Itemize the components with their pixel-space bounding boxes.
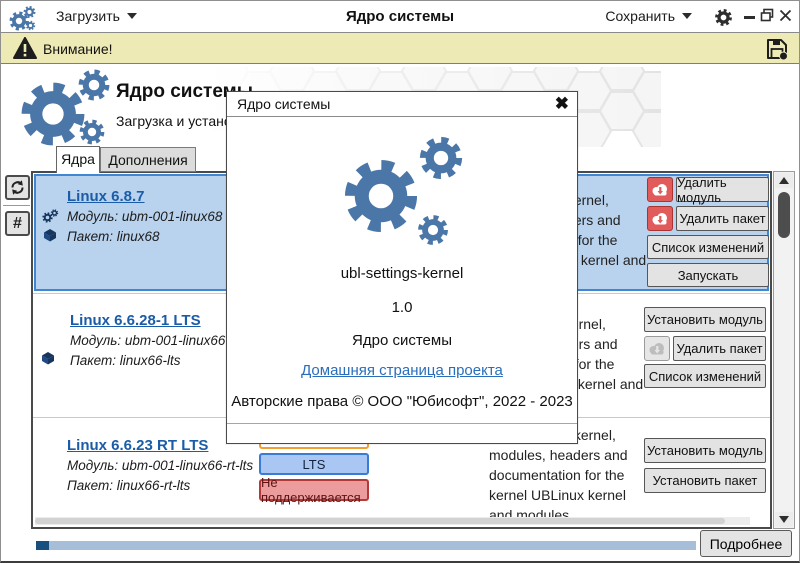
save-file-icon[interactable] (765, 37, 789, 61)
app-description: Ядро системы (352, 332, 452, 349)
remove-module-button[interactable]: Удалить модуль (676, 175, 769, 205)
warning-bar: Внимание! (1, 33, 799, 64)
dialog-title: Ядро системы (237, 96, 331, 112)
package-icon (44, 229, 56, 242)
vertical-scrollbar[interactable] (773, 171, 795, 529)
dialog-title-bar: Ядро системы ✖ (227, 92, 577, 117)
arrow-up-icon (779, 177, 789, 184)
settings-gear-icon[interactable] (714, 8, 733, 27)
chevron-down-icon (682, 13, 692, 19)
progress-bar (36, 541, 696, 550)
kernel-link[interactable]: Linux 6.6.28-1 LTS (70, 312, 201, 329)
kernel-package: Пакет: linux66-lts (70, 353, 181, 368)
badge-lts: LTS (259, 453, 369, 475)
warning-icon (13, 37, 37, 59)
install-package-button[interactable]: Установить пакет (644, 468, 766, 493)
install-module-button[interactable]: Установить модуль (644, 307, 766, 332)
tab-addons[interactable]: Дополнения (100, 147, 196, 172)
warning-text: Внимание! (43, 41, 113, 57)
refresh-icon (11, 180, 24, 195)
kernel-module: Модуль: ubm-001-linux68 (67, 209, 223, 224)
about-dialog: Ядро системы ✖ ubl-settings-kernel 1.0 Я… (226, 91, 578, 444)
save-menu[interactable]: Сохранить (605, 8, 692, 24)
minimize-button[interactable] (741, 9, 757, 25)
tab-kernels[interactable]: Ядра (56, 146, 100, 173)
refresh-button[interactable] (5, 175, 30, 200)
close-icon[interactable] (777, 7, 793, 23)
changelog-button[interactable]: Список изменений (647, 235, 769, 259)
side-divider (3, 205, 30, 206)
cloud-download-icon (652, 184, 667, 196)
cloud-download-button[interactable] (647, 206, 673, 231)
kernel-package: Пакет: linux66-rt-lts (67, 478, 191, 493)
changelog-button[interactable]: Список изменений (644, 364, 766, 388)
hash-icon: # (13, 214, 22, 232)
cloud-download-button[interactable] (647, 177, 673, 202)
load-menu[interactable]: Загрузить (56, 8, 137, 24)
dialog-footer-line (227, 423, 577, 424)
scroll-up-button[interactable] (775, 173, 793, 188)
vertical-scrollbar-thumb[interactable] (778, 192, 790, 238)
page-title: Ядро системы (116, 81, 253, 102)
kernel-module: Модуль: ubm-001-linux66-rt-lts (67, 458, 254, 473)
app-version: 1.0 (391, 299, 413, 316)
close-icon[interactable]: ✖ (554, 94, 569, 113)
progress-fill (36, 541, 49, 550)
kernel-module: Модуль: ubm-001-linux66-lts (70, 333, 244, 348)
module-icon (42, 209, 59, 223)
scroll-down-button[interactable] (775, 512, 793, 527)
app-name: ubl-settings-kernel (340, 265, 464, 282)
horizontal-scrollbar-thumb[interactable] (35, 518, 725, 524)
install-module-button[interactable]: Установить модуль (644, 438, 766, 463)
title-bar: Загрузить Ядро системы Сохранить (1, 1, 799, 33)
chevron-down-icon (126, 13, 137, 19)
cloud-download-button-disabled[interactable] (644, 336, 670, 361)
kernel-link[interactable]: Linux 6.6.23 RT LTS (67, 437, 209, 454)
cloud-download-icon (649, 343, 664, 355)
remove-package-button[interactable]: Удалить пакет (673, 336, 766, 361)
maximize-button[interactable] (759, 7, 775, 23)
copyright-text: Авторские права © ООО "Юбисофт", 2022 - … (231, 393, 573, 410)
details-button[interactable]: Подробнее (700, 530, 792, 557)
badge-unsupported: Не поддерживается (259, 475, 369, 505)
window-title: Ядро системы (345, 8, 455, 25)
dialog-logo-gears (329, 132, 479, 257)
package-icon (42, 352, 54, 365)
app-logo-gears (17, 69, 117, 153)
run-button[interactable]: Запускать (647, 263, 769, 287)
kernel-link[interactable]: Linux 6.8.7 (67, 188, 145, 205)
arrow-down-icon (779, 516, 789, 523)
kernel-package: Пакет: linux68 (67, 229, 160, 244)
cloud-download-icon (652, 213, 667, 225)
homepage-link-row: Домашняя страница проекта (227, 362, 577, 379)
remove-package-button[interactable]: Удалить пакет (676, 206, 769, 231)
hash-button[interactable]: # (5, 211, 30, 236)
homepage-link[interactable]: Домашняя страница проекта (301, 362, 503, 379)
horizontal-scrollbar[interactable] (35, 517, 750, 525)
